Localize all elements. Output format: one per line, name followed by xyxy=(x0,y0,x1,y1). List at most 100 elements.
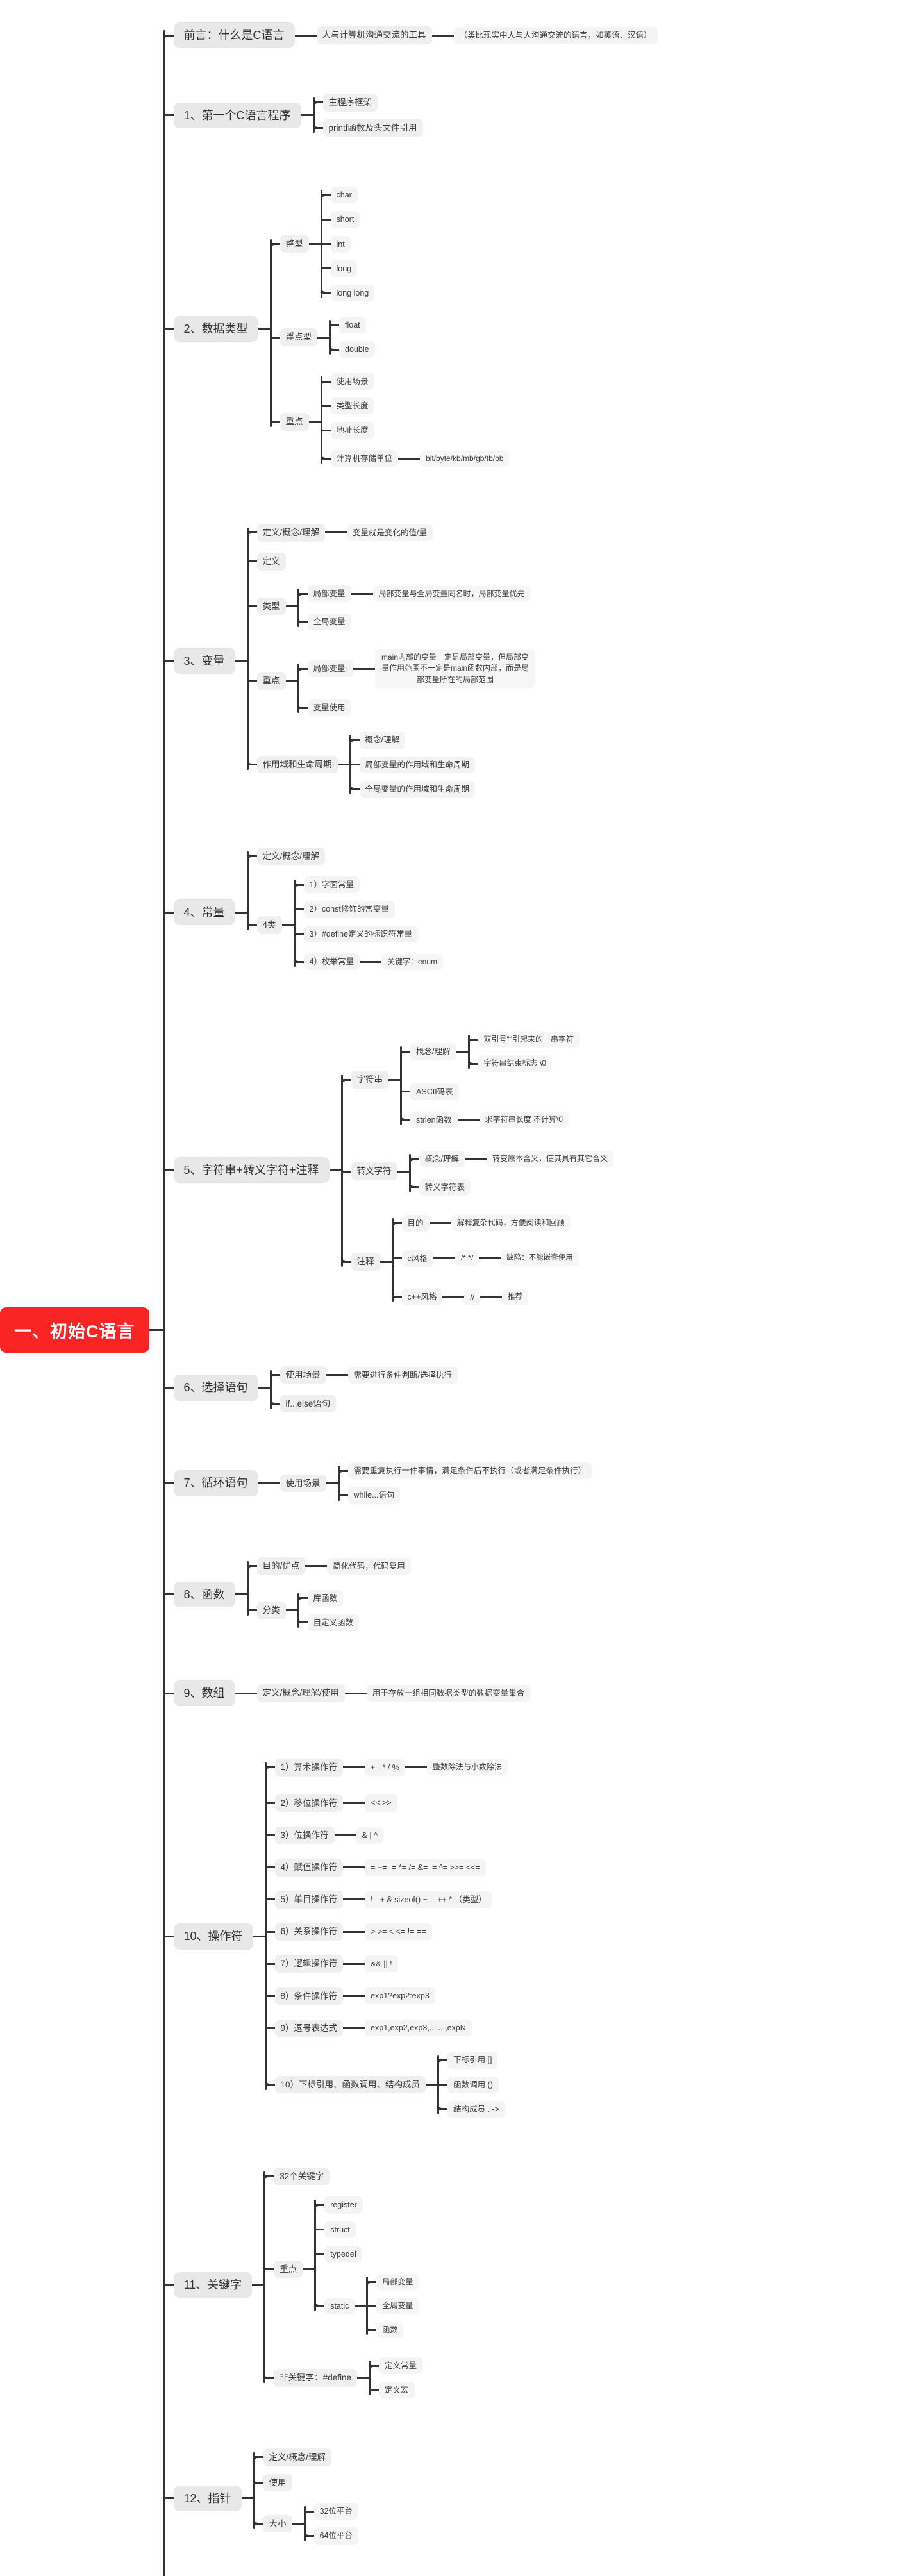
node-label-定义常量[interactable]: 定义常量 xyxy=(378,2357,422,2375)
node-label-非关键字-define[interactable]: 非关键字：#define xyxy=(274,2369,357,2387)
node-label-缺陷-不能嵌套使用[interactable]: 缺陷：不能嵌套使用 xyxy=(501,1250,579,1266)
node-label-2-数据类型[interactable]: 2、数据类型 xyxy=(173,315,258,342)
node-label-推荐[interactable]: 推荐 xyxy=(502,1289,529,1305)
node-label-node[interactable]: << >> xyxy=(365,1794,397,1812)
node-label-整数除法与小数除法[interactable]: 整数除法与小数除法 xyxy=(426,1759,508,1776)
node-label-4-常量[interactable]: 4、常量 xyxy=(173,899,235,926)
node-label-概念-理解[interactable]: 概念/理解 xyxy=(359,732,405,749)
node-label-定义-概念-理解[interactable]: 定义/概念/理解 xyxy=(256,524,326,542)
node-label-3-位操作符[interactable]: 3）位操作符 xyxy=(274,1826,335,1844)
node-label-c-风格[interactable]: c++风格 xyxy=(401,1289,443,1306)
node-label-7-逻辑操作符[interactable]: 7）逻辑操作符 xyxy=(274,1955,344,1973)
node-label-下标引用[interactable]: 下标引用 [] xyxy=(447,2052,498,2069)
node-label-地址长度[interactable]: 地址长度 xyxy=(330,422,374,439)
node-label-5-单目操作符[interactable]: 5）单目操作符 xyxy=(274,1891,344,1909)
node-label-static[interactable]: static xyxy=(324,2297,355,2314)
node-label-使用场景[interactable]: 使用场景 xyxy=(330,373,374,390)
node-label-if-else语句[interactable]: if...else语句 xyxy=(280,1394,337,1413)
node-label-使用[interactable]: 使用 xyxy=(263,2473,292,2492)
node-label-4类[interactable]: 4类 xyxy=(256,916,282,934)
node-label-node[interactable]: > >= < <= != == xyxy=(365,1923,432,1941)
node-label-10-操作符[interactable]: 10、操作符 xyxy=(173,1923,253,1950)
node-label-11-关键字[interactable]: 11、关键字 xyxy=(173,2271,253,2298)
node-label-使用场景[interactable]: 使用场景 xyxy=(280,1366,326,1384)
node-label-4-枚举常量[interactable]: 4）枚举常量 xyxy=(303,953,360,971)
node-label-定义-概念-理解-使用[interactable]: 定义/概念/理解/使用 xyxy=(256,1684,345,1702)
node-label-8-条件操作符[interactable]: 8）条件操作符 xyxy=(274,1987,344,2005)
node-label-概念-理解[interactable]: 概念/理解 xyxy=(419,1151,465,1168)
node-label-库函数[interactable]: 库函数 xyxy=(307,1589,344,1607)
node-label-全局变量[interactable]: 全局变量 xyxy=(376,2298,419,2314)
node-label-exp1-exp2-exp3-expn[interactable]: exp1,exp2,exp3,.......,expN xyxy=(365,2020,472,2037)
node-label-node[interactable]: // xyxy=(464,1289,481,1305)
node-label-c风格[interactable]: c风格 xyxy=(401,1250,433,1267)
node-label-register[interactable]: register xyxy=(324,2196,363,2214)
node-label-32位平台[interactable]: 32位平台 xyxy=(313,2503,358,2520)
node-label-全局变量的作用域和生命周期[interactable]: 全局变量的作用域和生命周期 xyxy=(359,780,476,798)
node-label-作用域和生命周期[interactable]: 作用域和生命周期 xyxy=(256,755,338,774)
node-label-局部变量[interactable]: 局部变量 xyxy=(376,2273,419,2291)
node-label-局部变量的作用域和生命周期[interactable]: 局部变量的作用域和生命周期 xyxy=(359,756,476,773)
root-node-label[interactable]: 一、初始C语言 xyxy=(0,1307,149,1353)
node-label-双引号-引起来的一串字符[interactable]: 双引号""引起来的一串字符 xyxy=(478,1032,580,1048)
node-label-3-define定义的标识符常量[interactable]: 3）#define定义的标识符常量 xyxy=(303,925,418,942)
node-label-重点[interactable]: 重点 xyxy=(256,672,286,690)
node-label-long[interactable]: long xyxy=(330,260,358,277)
node-label-10-下标引用-函数调用-结构成员[interactable]: 10）下标引用、函数调用、结构成员 xyxy=(274,2075,426,2094)
node-label-char[interactable]: char xyxy=(330,187,358,204)
node-label-概念-理解[interactable]: 概念/理解 xyxy=(410,1043,456,1060)
node-label-目的[interactable]: 目的 xyxy=(401,1214,430,1232)
node-label-sizeof-类型[interactable]: ! - + & sizeof() ~ -- ++ * （类型） xyxy=(365,1891,492,1908)
node-label-int[interactable]: int xyxy=(330,235,351,253)
node-label-用于存放一组相同数据类型的数据变量集合[interactable]: 用于存放一组相同数据类型的数据变量集合 xyxy=(366,1684,531,1702)
node-label-32个关键字[interactable]: 32个关键字 xyxy=(274,2167,330,2186)
node-label-整型[interactable]: 整型 xyxy=(280,235,309,253)
node-label-double[interactable]: double xyxy=(339,341,375,358)
node-label-计算机存储单位[interactable]: 计算机存储单位 xyxy=(330,450,399,467)
node-label-定义-概念-理解[interactable]: 定义/概念/理解 xyxy=(263,2448,332,2466)
node-label-目的-优点[interactable]: 目的/优点 xyxy=(256,1557,306,1575)
node-label-分类[interactable]: 分类 xyxy=(256,1602,286,1619)
node-label-long-long[interactable]: long long xyxy=(330,284,375,301)
node-label-使用场景[interactable]: 使用场景 xyxy=(280,1474,326,1493)
node-label-1-算术操作符[interactable]: 1）算术操作符 xyxy=(274,1758,344,1777)
node-label-需要重复执行一件事情-满足条件后不执行-或者满足条件执行[interactable]: 需要重复执行一件事情，满足条件后不执行（或者满足条件执行） xyxy=(347,1462,592,1480)
node-label-9-逗号表达式[interactable]: 9）逗号表达式 xyxy=(274,2019,344,2037)
node-label-struct[interactable]: struct xyxy=(324,2221,356,2238)
node-label-主程序框架[interactable]: 主程序框架 xyxy=(322,94,378,112)
node-label-转义字符[interactable]: 转义字符 xyxy=(351,1162,397,1180)
node-label-1-字面常量[interactable]: 1）字面常量 xyxy=(303,876,360,894)
node-label-前言-什么是c语言[interactable]: 前言：什么是C语言 xyxy=(173,22,295,49)
node-label-6-关系操作符[interactable]: 6）关系操作符 xyxy=(274,1923,344,1941)
node-label-2-const修饰的常变量[interactable]: 2）const修饰的常变量 xyxy=(303,901,395,918)
node-label-自定义函数[interactable]: 自定义函数 xyxy=(307,1614,360,1631)
node-label-转变原本含义-使其具有其它含义[interactable]: 转变原本含义，使其具有其它含义 xyxy=(487,1151,614,1167)
node-label-字符串结束标志-0[interactable]: 字符串结束标志 \0 xyxy=(478,1055,552,1072)
node-label-1-第一个c语言程序[interactable]: 1、第一个C语言程序 xyxy=(173,102,301,128)
node-label-7-循环语句[interactable]: 7、循环语句 xyxy=(173,1470,258,1496)
node-label-12-指针[interactable]: 12、指针 xyxy=(173,2485,242,2511)
node-label-定义宏[interactable]: 定义宏 xyxy=(378,2382,415,2399)
node-label-float[interactable]: float xyxy=(339,316,366,333)
node-label-定义[interactable]: 定义 xyxy=(256,553,286,571)
node-label-5-字符串-转义字符-注释[interactable]: 5、字符串+转义字符+注释 xyxy=(173,1157,330,1183)
node-label-strlen函数[interactable]: strlen函数 xyxy=(410,1111,458,1128)
node-label-简化代码-代码复用[interactable]: 简化代码，代码复用 xyxy=(327,1557,411,1575)
node-label-关键字-enum[interactable]: 关键字：enum xyxy=(381,953,444,971)
node-label-9-数组[interactable]: 9、数组 xyxy=(173,1680,235,1707)
node-label-node[interactable]: = += -= *= /= &= |= ^= >>= <<= xyxy=(365,1859,486,1876)
node-label-人与计算机沟通交流的工具[interactable]: 人与计算机沟通交流的工具 xyxy=(316,26,432,44)
node-label-解释复杂代码-方便阅读和回顾[interactable]: 解释复杂代码，方便阅读和回顾 xyxy=(451,1214,571,1232)
node-label-求字符串长度-不计算-0[interactable]: 求字符串长度 不计算\0 xyxy=(479,1112,569,1128)
node-label-node[interactable]: && || ! xyxy=(365,1955,398,1973)
node-label-ascii码表[interactable]: ASCII码表 xyxy=(410,1083,459,1100)
node-label-类型[interactable]: 类型 xyxy=(256,597,286,615)
node-label-64位平台[interactable]: 64位平台 xyxy=(313,2527,358,2545)
node-label-局部变量[interactable]: 局部变量 xyxy=(307,585,351,603)
node-label-bit-byte-kb-mb-gb-tb-pb[interactable]: bit/byte/kb/mb/gb/tb/pb xyxy=(420,450,510,467)
node-label-结构成员[interactable]: 结构成员 . -> xyxy=(447,2100,505,2118)
node-label-需要进行条件判断-选择执行[interactable]: 需要进行条件判断/选择执行 xyxy=(347,1366,458,1384)
node-label-exp1-exp2-exp3[interactable]: exp1?exp2:exp3 xyxy=(365,1987,435,2005)
node-label-4-赋值操作符[interactable]: 4）赋值操作符 xyxy=(274,1859,344,1877)
node-label-2-移位操作符[interactable]: 2）移位操作符 xyxy=(274,1794,344,1812)
